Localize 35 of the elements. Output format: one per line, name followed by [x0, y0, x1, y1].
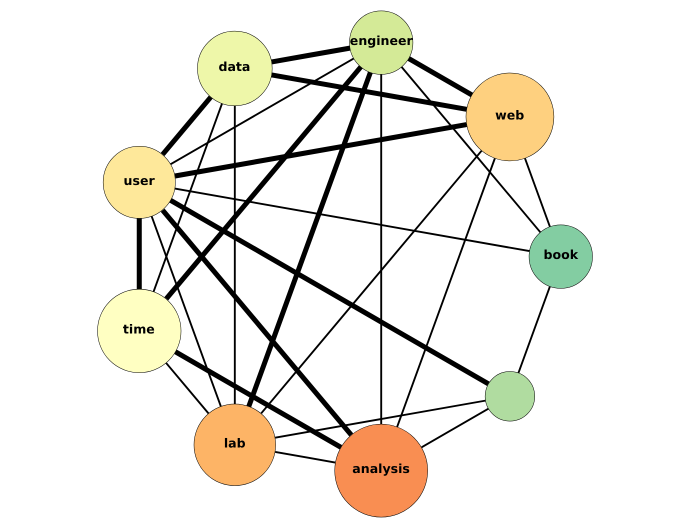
connector: [270, 72, 467, 112]
node-circle: engineer: [348, 10, 413, 75]
connector: [233, 106, 236, 404]
connector: [407, 56, 473, 98]
connector: [260, 150, 482, 414]
connector: [517, 286, 550, 374]
connector: [396, 158, 496, 428]
connector: [160, 96, 212, 156]
node-circle: data: [196, 30, 272, 106]
node-circle: lab: [193, 404, 276, 486]
connector: [170, 58, 354, 165]
node-circle: time: [96, 288, 181, 373]
connector: [152, 103, 222, 292]
node-circle: analysis: [334, 424, 428, 518]
connector: [164, 65, 362, 300]
connector: [380, 74, 382, 424]
connector: [150, 216, 222, 407]
connector: [174, 188, 530, 252]
connector: [420, 408, 488, 448]
connector: [168, 198, 490, 386]
connector: [246, 72, 372, 408]
connector: [400, 66, 541, 233]
connector: [136, 218, 142, 290]
node-circle: user: [102, 146, 176, 219]
connector: [274, 451, 335, 464]
connector: [164, 362, 209, 414]
node-circle: book: [528, 224, 592, 289]
connector: [174, 350, 342, 450]
connector: [160, 208, 353, 436]
connector: [270, 46, 350, 64]
node-circle: web: [465, 72, 554, 162]
connector: [524, 158, 550, 228]
node-circle: [484, 371, 534, 422]
connector: [274, 400, 486, 439]
connector: [174, 122, 467, 178]
